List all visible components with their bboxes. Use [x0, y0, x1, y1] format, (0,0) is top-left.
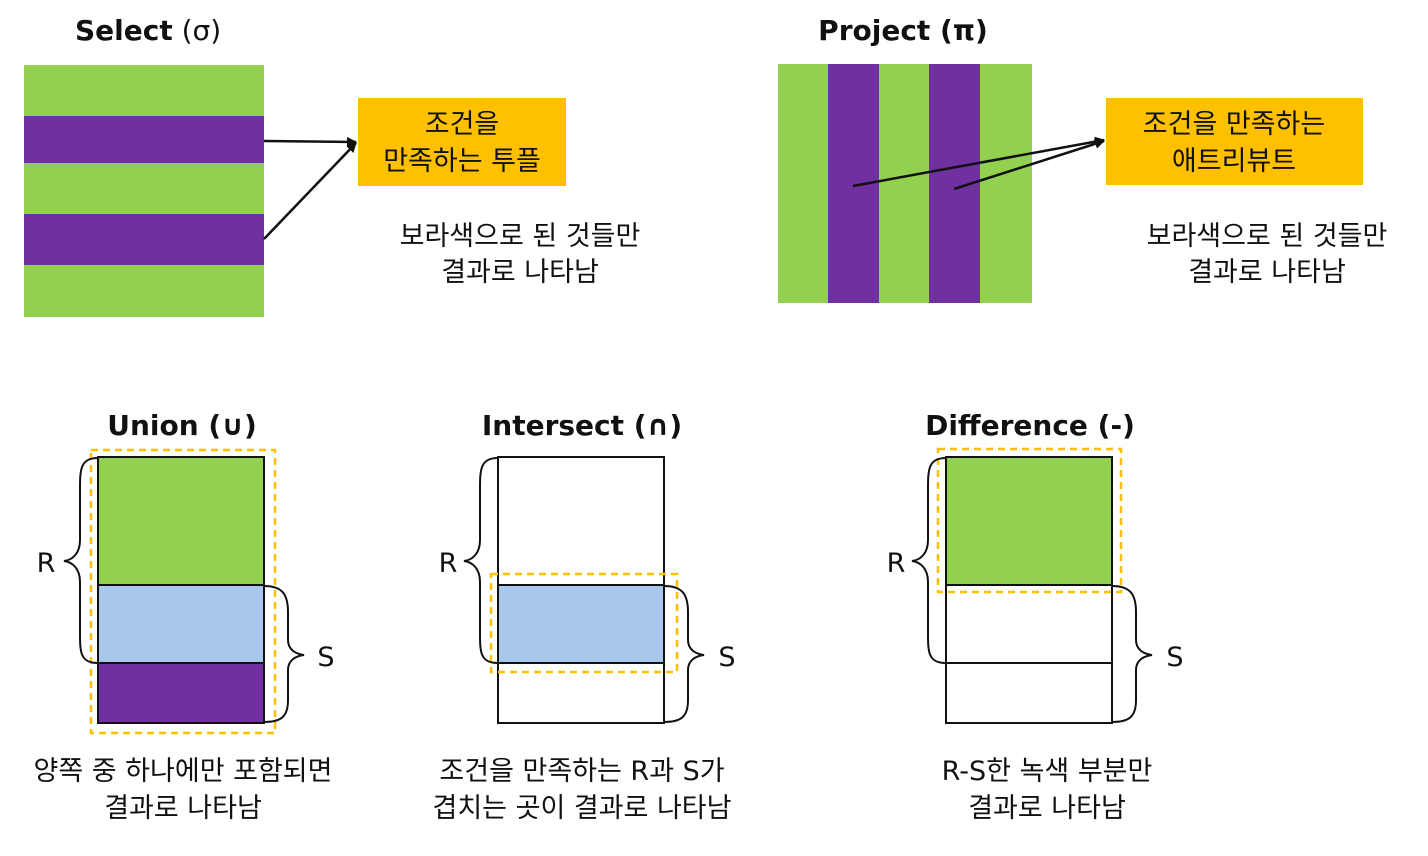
union-title: Union (∪)	[107, 409, 257, 442]
difference-label-r: R	[887, 548, 906, 579]
union-panel: Union (∪) R S 양쪽 중 하나에만 포함되면 결과로 나타남	[34, 409, 335, 824]
project-col-green-1	[778, 64, 828, 303]
union-result-highlight	[89, 448, 277, 735]
project-note-line2: 결과로 나타남	[1188, 257, 1346, 288]
project-panel: Project (π) 조건을 만족하는 애트리뷰트 보라색으로 된 것들만 결…	[778, 14, 1387, 303]
select-arrow-1	[263, 136, 357, 147]
select-callout-box	[358, 98, 566, 186]
intersect-panel: Intersect (∩) R S 조건을 만족하는 R과 S가 겹치는 곳이 …	[433, 409, 736, 824]
union-overlap-region	[98, 585, 264, 663]
difference-panel: Difference (-) R S R-S한 녹색 부분만 결과로 나타남	[887, 409, 1184, 824]
project-note-line1: 보라색으로 된 것들만	[1147, 221, 1388, 252]
difference-label-s: S	[1166, 642, 1183, 673]
union-caption-line1: 양쪽 중 하나에만 포함되면	[34, 756, 333, 787]
project-title: Project (π)	[818, 14, 988, 47]
union-brace-r	[63, 457, 99, 664]
intersect-label-s: S	[718, 642, 735, 673]
union-r-only-region	[98, 457, 264, 585]
intersect-title: Intersect (∩)	[482, 409, 682, 442]
union-brace-s	[263, 585, 305, 723]
union-label-s: S	[317, 642, 334, 673]
select-row-purple-1	[24, 116, 264, 163]
difference-brace-r	[911, 457, 947, 664]
intersect-caption-line1: 조건을 만족하는 R과 S가	[439, 756, 724, 787]
select-note-line1: 보라색으로 된 것들만	[400, 221, 641, 252]
intersect-r-only-region	[498, 457, 664, 585]
project-arrow-2	[953, 138, 1105, 191]
select-callout-line1: 조건을	[425, 109, 500, 140]
intersect-label-r: R	[439, 548, 458, 579]
project-col-green-3	[980, 64, 1032, 303]
project-callout-line1: 조건을 만족하는	[1143, 109, 1325, 140]
difference-outline	[945, 456, 1113, 724]
select-title-bold: Select	[75, 14, 173, 47]
difference-caption-line1: R-S한 녹색 부분만	[942, 756, 1153, 787]
select-row-green-1	[24, 65, 264, 116]
difference-overlap-region	[946, 585, 1112, 663]
union-outline	[97, 456, 265, 724]
union-s-only-region	[98, 663, 264, 723]
project-arrow-1	[852, 136, 1105, 188]
project-col-green-2	[879, 64, 929, 303]
select-row-green-3	[24, 265, 264, 317]
select-note-line2: 결과로 나타남	[441, 257, 599, 288]
intersect-caption-line2: 겹치는 곳이 결과로 나타남	[433, 793, 732, 824]
difference-title: Difference (-)	[925, 409, 1135, 442]
intersect-brace-r	[463, 457, 499, 664]
select-callout-line2: 만족하는 투플	[383, 146, 541, 177]
difference-caption-line2: 결과로 나타남	[968, 793, 1126, 824]
select-title: Select (σ)	[75, 14, 221, 47]
intersect-result-highlight	[489, 572, 679, 674]
difference-brace-s	[1111, 585, 1153, 723]
project-callout-line2: 애트리뷰트	[1172, 146, 1296, 177]
difference-result-highlight	[936, 447, 1123, 594]
select-panel: Select (σ) 조건을 만족하는 투플 보라색으로 된 것들만 결과로 나…	[24, 14, 640, 317]
difference-r-only-region	[946, 457, 1112, 585]
union-caption-line2: 결과로 나타남	[104, 793, 262, 824]
select-row-green-2	[24, 163, 264, 214]
select-arrow-2	[263, 142, 357, 240]
difference-s-only-region	[946, 663, 1112, 723]
select-table	[24, 65, 264, 317]
intersect-overlap-region	[498, 585, 664, 663]
union-label-r: R	[37, 548, 56, 579]
intersect-outline	[497, 456, 665, 724]
project-callout-box	[1106, 98, 1363, 185]
intersect-brace-s	[663, 585, 705, 723]
select-row-purple-2	[24, 214, 264, 265]
project-table	[778, 64, 1032, 303]
select-title-symbol: (σ)	[173, 14, 222, 47]
